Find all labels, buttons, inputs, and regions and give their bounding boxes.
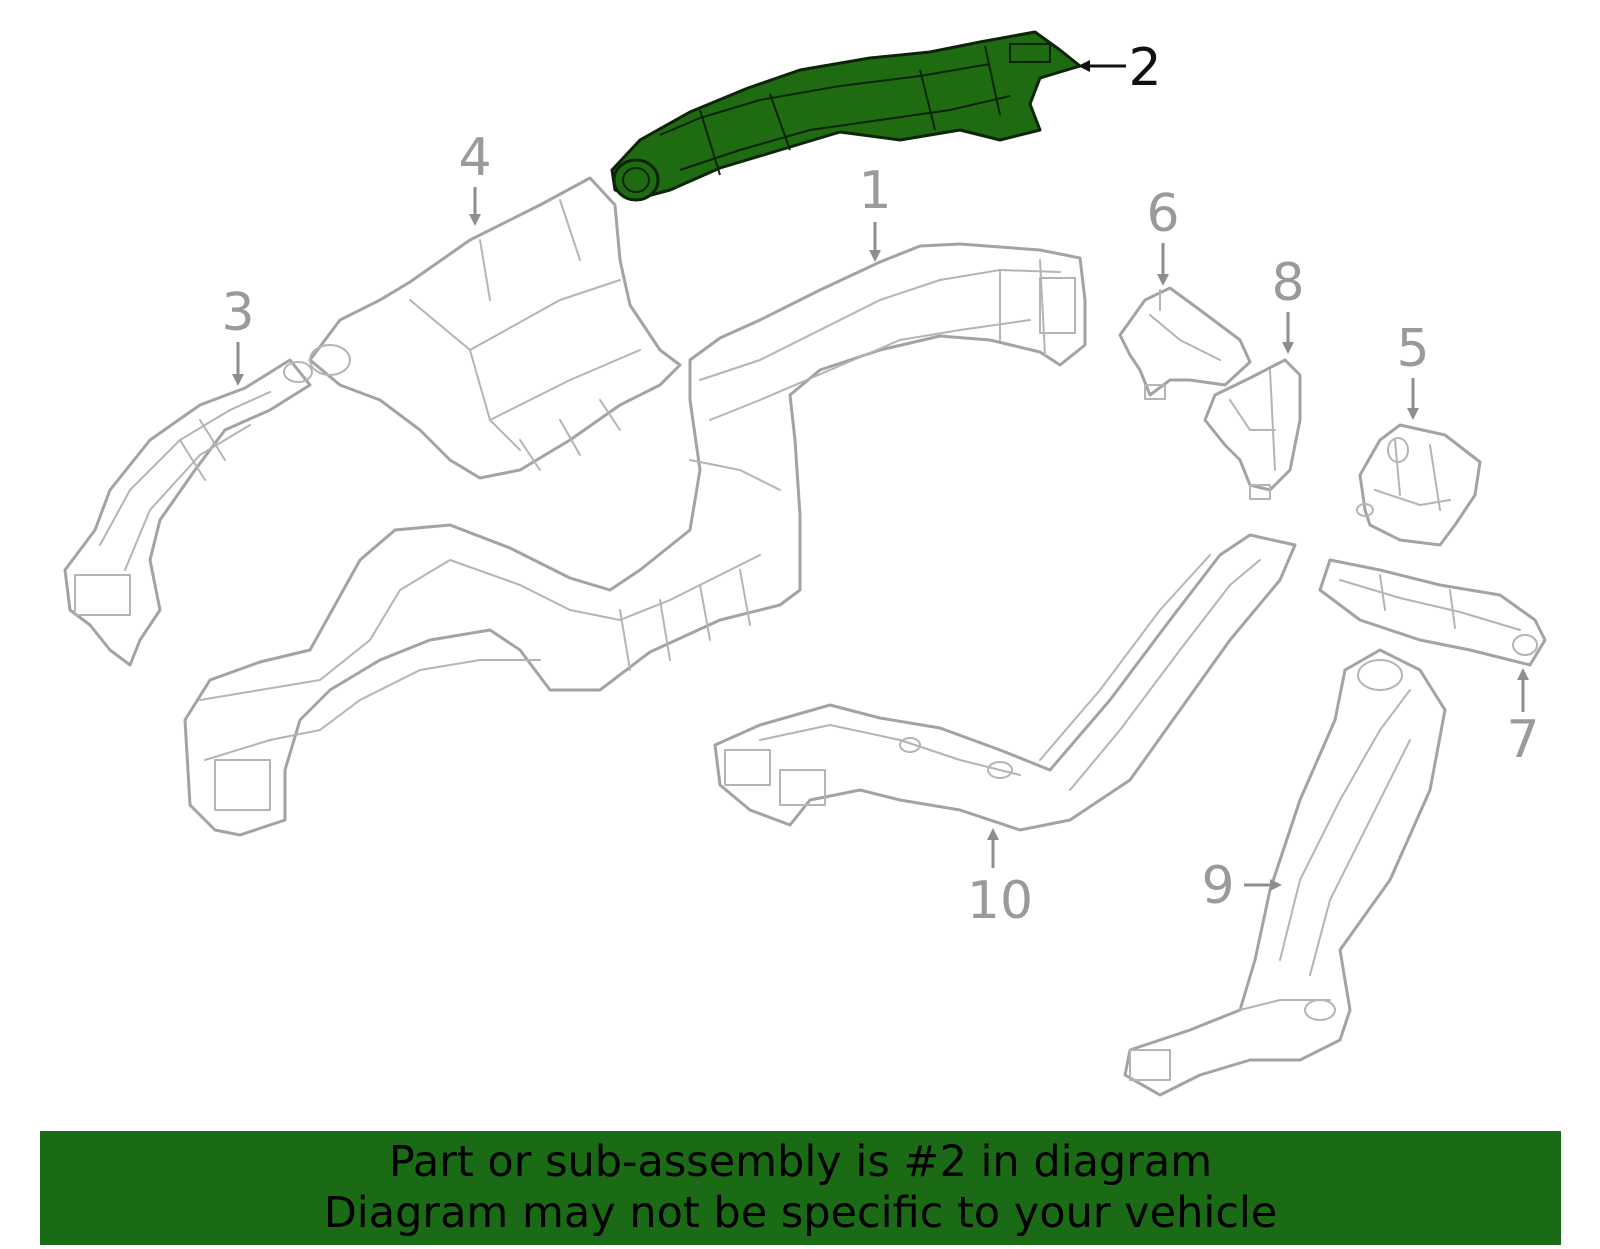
part-1-main-duct[interactable] bbox=[183, 242, 1087, 837]
callout-5: 5 bbox=[1396, 319, 1429, 379]
arrowhead-8-icon bbox=[1282, 342, 1294, 354]
arrowhead-7-icon bbox=[1517, 668, 1529, 680]
footer-line-2: Diagram may not be specific to your vehi… bbox=[323, 1188, 1278, 1238]
callout-10: 10 bbox=[967, 871, 1033, 931]
arrowhead-10-icon bbox=[987, 828, 999, 840]
footer-banner: Part or sub-assembly is #2 in diagram Di… bbox=[40, 1131, 1561, 1245]
arrowhead-2-icon bbox=[1078, 60, 1090, 72]
arrowhead-3-icon bbox=[232, 374, 244, 386]
parts-diagram: 1 2 3 4 5 6 7 8 9 10 bbox=[63, 30, 1547, 1097]
arrowhead-6-icon bbox=[1157, 274, 1169, 286]
callout-9: 9 bbox=[1201, 856, 1234, 916]
part-5-vent-housing[interactable] bbox=[1356, 423, 1482, 547]
part-2-highlighted-duct[interactable] bbox=[610, 30, 1082, 202]
footer-line-1: Part or sub-assembly is #2 in diagram bbox=[388, 1137, 1213, 1187]
part-3-side-duct[interactable] bbox=[63, 358, 313, 667]
part-9-floor-duct[interactable] bbox=[1123, 648, 1447, 1097]
callout-4: 4 bbox=[458, 128, 491, 188]
arrowhead-9-icon bbox=[1270, 879, 1282, 891]
callout-1: 1 bbox=[858, 161, 891, 221]
callout-8: 8 bbox=[1271, 253, 1304, 313]
part-4-center-housing[interactable] bbox=[308, 176, 682, 480]
arrowhead-4-icon bbox=[469, 214, 481, 226]
callout-7: 7 bbox=[1506, 710, 1539, 770]
part-10-floor-duct[interactable] bbox=[713, 533, 1297, 832]
part-7-duct[interactable] bbox=[1318, 558, 1547, 667]
arrowhead-5-icon bbox=[1407, 408, 1419, 420]
part-8-bracket[interactable] bbox=[1203, 358, 1302, 500]
part-6-bracket[interactable] bbox=[1118, 286, 1252, 400]
callout-6: 6 bbox=[1146, 184, 1179, 244]
callout-2: 2 bbox=[1128, 38, 1161, 98]
arrowhead-1-icon bbox=[869, 250, 881, 262]
callout-3: 3 bbox=[221, 283, 254, 343]
